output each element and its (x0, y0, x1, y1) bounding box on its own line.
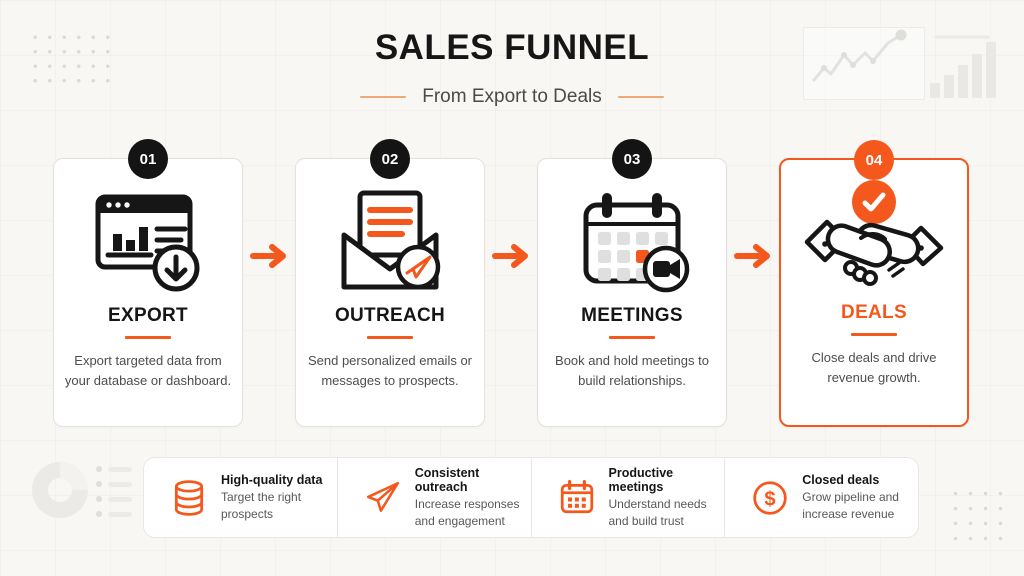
handshake-check-icon (799, 180, 949, 292)
svg-text:$: $ (765, 488, 776, 510)
database-icon (174, 479, 204, 516)
benefits-bar: High-quality data Target the right prosp… (143, 457, 919, 538)
donut-chart-icon (32, 462, 88, 518)
line-chart-decoration (803, 27, 925, 100)
step-description: Close deals and drive revenue growth. (811, 350, 937, 386)
step-card-outreach: 02 OUTREACH Send personalized emails or … (295, 139, 485, 427)
calendar-icon (560, 479, 593, 513)
step-title: OUTREACH (334, 305, 446, 326)
step-card-export: 01 EXPORT Export targeted data from your… (53, 139, 243, 427)
page-subtitle-row: From Export to Deals (0, 86, 1024, 108)
check-circle-icon (852, 180, 896, 229)
subtitle-dash (617, 96, 664, 98)
benefit-title: Closed deals (802, 472, 880, 487)
step-number-badge: 03 (612, 139, 652, 179)
benefit-productive-meetings: Productive meetings Understand needs and… (530, 458, 725, 537)
step-title: DEALS (841, 302, 907, 323)
title-underline (851, 333, 897, 336)
bar-chart-decoration (928, 29, 996, 100)
benefit-title: Consistent outreach (414, 465, 480, 494)
step-description: Book and hold meetings to build relation… (555, 353, 709, 389)
step-title: MEETINGS (581, 305, 683, 326)
email-outreach-icon (315, 189, 465, 295)
step-description: Export targeted data from your database … (64, 353, 232, 389)
step-card-deals: 04 DEALS (779, 140, 969, 427)
title-underline (367, 336, 413, 339)
page-subtitle: From Export to Deals (422, 86, 602, 107)
benefit-title: Productive meetings (608, 465, 674, 494)
benefit-description: Understand needs and build trust (608, 496, 707, 528)
step-card-meetings: 03 MEETING (537, 139, 727, 427)
legend-decoration (96, 466, 132, 517)
calendar-video-icon (557, 189, 707, 295)
dot-grid-decoration (948, 486, 1010, 548)
step-description: Send personalized emails or messages to … (307, 353, 473, 389)
page-title: SALES FUNNEL (374, 28, 650, 67)
paper-plane-icon (366, 481, 399, 512)
benefit-high-quality-data: High-quality data Target the right prosp… (144, 458, 337, 537)
dot-grid-decoration (28, 30, 116, 90)
benefit-consistent-outreach: Consistent outreach Increase responses a… (336, 458, 531, 537)
title-underline (125, 336, 171, 339)
flow-arrow-icon (250, 244, 286, 268)
subtitle-dash (360, 96, 407, 98)
bar-chart-icon (930, 35, 996, 98)
step-number-badge: 01 (128, 139, 168, 179)
benefit-closed-deals: $ Closed deals Grow pipeline and increas… (724, 458, 918, 537)
benefit-description: Increase responses and engagement (414, 496, 520, 528)
steps-row: 01 EXPORT Export targeted data from your… (53, 139, 969, 427)
step-number-badge: 04 (854, 140, 894, 180)
benefit-description: Target the right prospects (221, 489, 302, 521)
step-number-badge: 02 (370, 139, 410, 179)
title-underline (609, 336, 655, 339)
flow-arrow-icon (492, 244, 528, 268)
dollar-icon: $ (753, 480, 787, 515)
benefit-title: High-quality data (221, 472, 323, 487)
benefit-description: Grow pipeline and increase revenue (802, 489, 899, 521)
flow-arrow-icon (734, 244, 770, 268)
donut-chart-decoration (30, 460, 90, 520)
line-chart-icon (812, 29, 907, 82)
step-title: EXPORT (108, 305, 188, 326)
export-dashboard-icon (73, 189, 223, 295)
